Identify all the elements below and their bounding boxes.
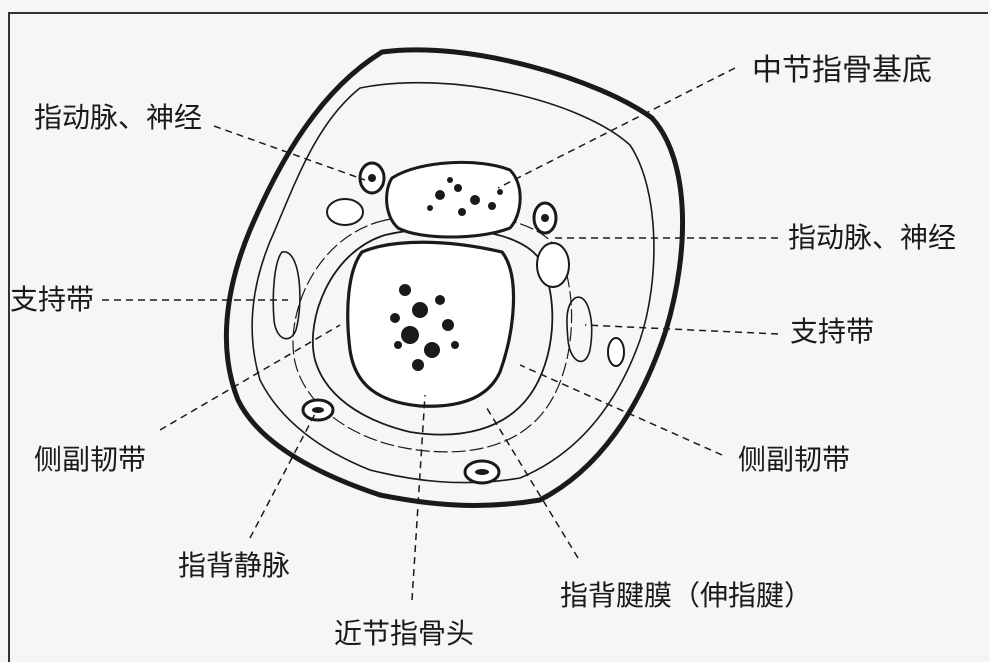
right-small-vessel: [607, 337, 625, 367]
label-middle-phalanx-base: 中节指骨基底: [752, 53, 932, 88]
skin-outline: [223, 47, 686, 508]
dorsal-vein-left-lumen: [312, 407, 324, 413]
leader-collateral-right: [519, 364, 723, 456]
leader-artery-nerve-left: [213, 125, 366, 181]
label-dorsal-digital-vein: 指背静脉: [178, 549, 291, 582]
proximal-phalanx-marrow: [390, 284, 459, 371]
middle-phalanx-marrow: [427, 177, 503, 216]
dorsal-vein-right-lumen: [475, 469, 489, 475]
leader-retinaculum-right: [584, 324, 779, 335]
right-digital-nerve: [536, 242, 570, 288]
aponeurosis-ring-inner: [292, 212, 573, 453]
label-digital-artery-nerve-left: 指动脉、神经: [34, 101, 203, 134]
left-digital-artery-lumen: [368, 174, 376, 182]
leader-middle-phalanx-base: [497, 67, 736, 189]
label-dorsal-aponeurosis: 指背腱膜（伸指腱）: [560, 579, 813, 612]
middle-phalanx-base-bone: [385, 160, 522, 239]
figure-frame: [8, 12, 988, 662]
left-retinaculum-shape: [272, 251, 301, 340]
leader-collateral-left: [159, 324, 341, 431]
leader-proximal-phalanx-head: [411, 394, 426, 601]
label-collateral-ligament-right: 侧副韧带: [738, 443, 851, 476]
leader-lines: [102, 67, 779, 601]
proximal-phalanx-head-bone: [346, 240, 516, 408]
leader-aponeurosis: [484, 404, 579, 559]
label-proximal-phalanx-head: 近节指骨头: [334, 617, 475, 650]
label-collateral-ligament-left: 侧副韧带: [34, 443, 147, 476]
left-digital-nerve: [326, 198, 364, 226]
right-digital-artery-lumen: [541, 214, 549, 222]
label-retinaculum-right: 支持带: [790, 315, 875, 348]
aponeurosis-ring-outer: [311, 227, 554, 436]
label-digital-artery-nerve-right: 指动脉、神经: [788, 221, 957, 254]
label-retinaculum-left: 支持带: [10, 283, 95, 316]
right-retinaculum-shape: [566, 296, 593, 363]
